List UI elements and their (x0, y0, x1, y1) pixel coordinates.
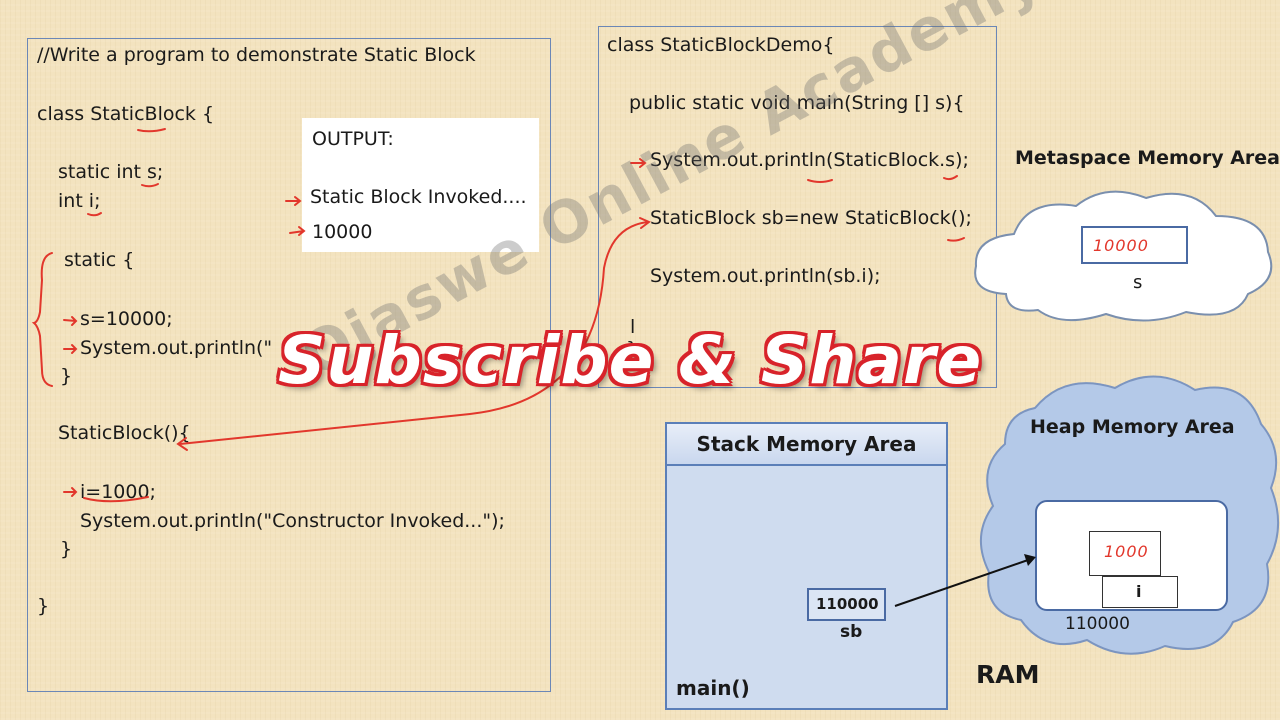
code-field-s: static int s; (58, 161, 164, 183)
code-println-static: System.out.println(" (80, 337, 273, 359)
heap-field-var: i (1136, 582, 1142, 601)
subscribe-banner: Subscribe & Share (278, 322, 983, 399)
heap-value: 1000 (1104, 542, 1149, 561)
heap-title: Heap Memory Area (1030, 416, 1235, 438)
code-constructor-open: StaticBlock(){ (58, 422, 191, 444)
metaspace-value: 10000 (1093, 236, 1149, 255)
code-comment: //Write a program to demonstrate Static … (37, 44, 476, 66)
code-assign-s: s=10000; (80, 308, 173, 330)
demo-class-decl: class StaticBlockDemo{ (607, 34, 835, 56)
code-static-close: } (60, 365, 73, 387)
output-line-2: 10000 (312, 221, 373, 243)
stack-frame-label: main() (676, 676, 750, 700)
heap-field-box (1102, 576, 1178, 608)
stack-ref-box (807, 588, 886, 621)
output-line-1: Static Block Invoked.... (310, 186, 527, 208)
code-static-open: static { (64, 249, 135, 271)
metaspace-title: Metaspace Memory Area (1015, 147, 1280, 169)
code-class-close: } (37, 595, 50, 617)
metaspace-var: s (1133, 272, 1143, 293)
output-title: OUTPUT: (312, 128, 394, 150)
heap-address: 110000 (1065, 614, 1130, 634)
left-code-panel (27, 38, 551, 692)
metaspace-value-box (1081, 226, 1188, 264)
code-println-ctor: System.out.println("Constructor Invoked.… (80, 510, 505, 532)
heap-value-box (1089, 531, 1161, 576)
demo-close-brace: } (626, 338, 639, 360)
demo-line-1: System.out.println(StaticBlock.s); (650, 149, 969, 171)
demo-close-fragment: l (630, 316, 636, 338)
code-ctor-close: } (60, 538, 73, 560)
demo-main-decl: public static void main(String [] s){ (629, 92, 965, 114)
output-box (302, 118, 539, 252)
stack-memory-area: Stack Memory Area (665, 422, 948, 710)
code-assign-i: i=1000; (80, 481, 156, 503)
right-code-panel (598, 26, 997, 388)
demo-line-2: StaticBlock sb=new StaticBlock(); (650, 207, 972, 229)
demo-line-3: System.out.println(sb.i); (650, 265, 881, 287)
stack-var: sb (840, 622, 863, 642)
code-field-i: int i; (58, 190, 101, 212)
stack-ref-value: 110000 (816, 595, 879, 613)
stack-title: Stack Memory Area (667, 424, 946, 466)
ram-label: RAM (976, 660, 1040, 689)
code-class-decl: class StaticBlock { (37, 103, 215, 125)
